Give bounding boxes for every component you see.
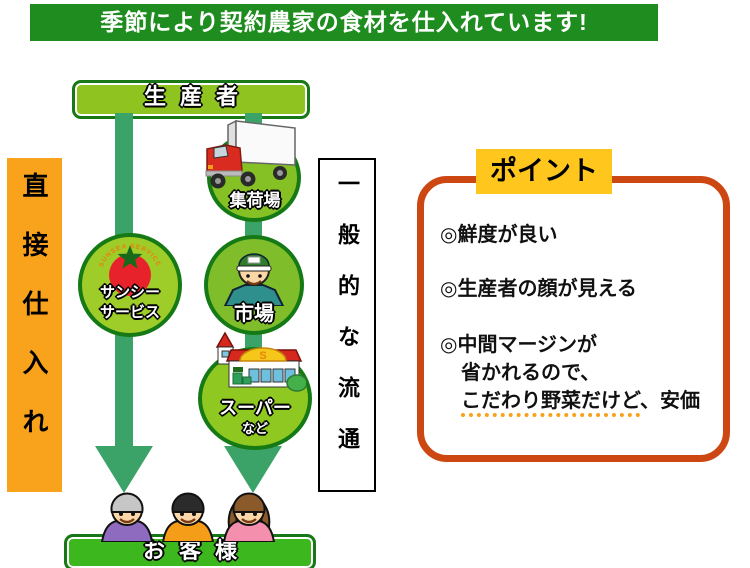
collection-label: 集荷場 (229, 191, 281, 210)
point-item-3-line1: ◎中間マージンが (440, 334, 598, 356)
direct-route-label: 直接仕入れ (19, 172, 49, 467)
sunsee-label-line1: サンシー (99, 284, 160, 301)
direct-route-box: 直接仕入れ (7, 158, 62, 492)
direct-route-arrowhead (95, 446, 153, 493)
market-label: 市場 (234, 303, 274, 325)
general-route-label: 一般的な流通 (335, 172, 360, 478)
general-route-box: 一般的な流通 (318, 158, 376, 492)
producer-node: 生産者 (72, 80, 310, 119)
points-header: ポイント (476, 149, 612, 194)
point-item-3: ◎中間マージンが 省かれるので、 こだわり野菜だけど、安価 (440, 331, 700, 417)
customer-label: お客様 (142, 538, 251, 563)
customers-icon (100, 492, 276, 542)
supermarket-sub-label: など (241, 421, 268, 436)
sunsee-service-circle (78, 233, 182, 337)
store-awning-letter: S (259, 350, 266, 362)
point-item-1: ◎鮮度が良い (440, 224, 558, 246)
supermarket-label: スーパー (219, 398, 291, 418)
tomato-icon: SUNSEA SERVICE (98, 243, 161, 296)
point-item-3-underlined: こだわり野菜だけど (461, 390, 640, 417)
point-item-3-line2: 省かれるので、 (461, 362, 601, 384)
store-icon: S (215, 331, 306, 392)
point-item-2: ◎生産者の顔が見える (440, 278, 637, 300)
sunsee-label-line2: サービス (99, 304, 160, 321)
points-panel: ◎鮮度が良い ◎生産者の顔が見える ◎中間マージンが 省かれるので、 こだわり野… (417, 176, 730, 462)
general-route-arrowhead (224, 446, 282, 493)
point-item-3-line3: こだわり野菜だけど、安価 (440, 387, 700, 417)
truck-icon (205, 119, 296, 189)
point-item-3-rest: 、安価 (640, 390, 700, 412)
producer-label: 生産者 (143, 84, 252, 109)
banner-title: 季節により契約農家の食材を仕入れています! (30, 4, 658, 41)
farmer-icon (223, 253, 285, 306)
